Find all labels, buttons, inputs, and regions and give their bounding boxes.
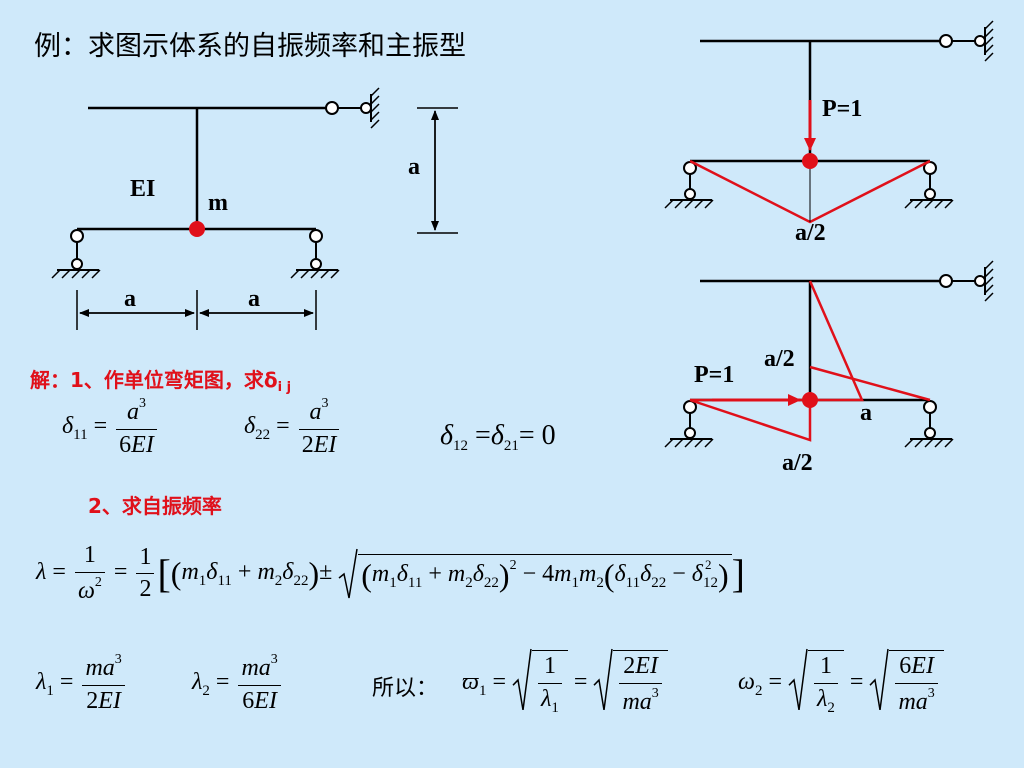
left-dimension-lines	[76, 107, 458, 330]
tr-top-hinge-icon	[939, 20, 994, 62]
left-support-b-icon	[290, 229, 340, 279]
tr-mass-point-icon	[802, 153, 818, 169]
tr-moment-label: a/2	[795, 220, 826, 246]
step2-heading: 2、求自振频率	[88, 494, 222, 518]
br-moment-right-label: a	[860, 400, 872, 426]
left-frame	[77, 106, 326, 231]
br-load-label: P=1	[694, 362, 735, 388]
br-support-b-icon	[904, 400, 954, 448]
step1-heading: 解：1、作单位弯矩图，求δi j	[30, 368, 292, 395]
dim-label-left: a	[124, 286, 136, 312]
dim-label-right: a	[248, 286, 260, 312]
br-moment-line	[809, 365, 931, 402]
left-top-hinge-icon	[325, 87, 380, 129]
eq-delta12: δ12 =δ21= 0	[440, 420, 556, 454]
br-support-a-icon	[664, 400, 714, 448]
mass-point-icon	[189, 221, 205, 237]
tr-load-label: P=1	[822, 96, 863, 122]
tr-frame	[690, 39, 940, 163]
br-mass-point-icon	[802, 392, 818, 408]
label-ei: EI	[130, 176, 156, 202]
dim-label-height: a	[408, 154, 420, 180]
left-support-a-icon	[51, 229, 101, 279]
br-moment-bottom-label: a/2	[782, 450, 813, 476]
tr-support-a-icon	[664, 161, 714, 209]
br-top-hinge-icon	[939, 260, 994, 302]
label-mass: m	[208, 190, 228, 216]
br-moment-diagram	[689, 280, 864, 442]
br-moment-top-label: a/2	[764, 346, 795, 372]
page-title: 例：求图示体系的自振频率和主振型	[34, 31, 466, 62]
so-text: 所以：	[372, 676, 439, 701]
